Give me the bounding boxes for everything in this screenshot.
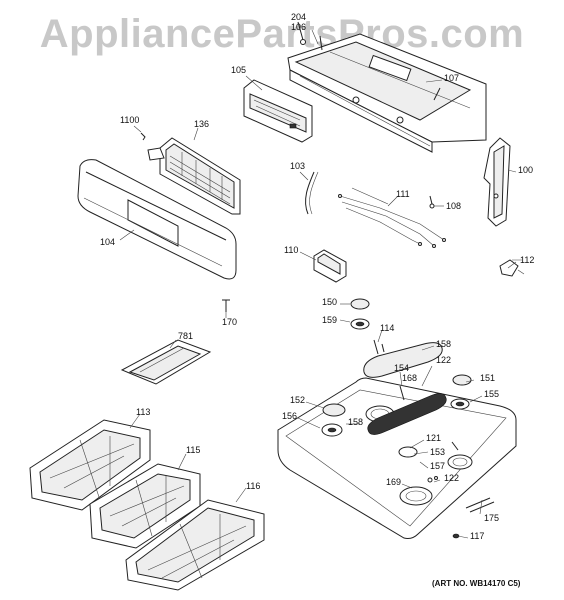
- grate-left: [29, 419, 151, 511]
- callout-110: 110: [284, 245, 299, 255]
- callout-1100: 1100: [120, 115, 140, 125]
- burner-right-rear: [450, 374, 472, 410]
- center-oval-cap: [363, 342, 447, 435]
- callout-112: 112: [520, 255, 535, 265]
- callout-116: 116: [246, 481, 261, 491]
- callout-168: 168: [402, 373, 418, 383]
- callout-151: 151: [480, 373, 496, 383]
- side-bracket: [483, 137, 511, 227]
- callout-204: 204: [291, 12, 307, 22]
- callout-156: 156: [282, 411, 298, 421]
- wiring-harness: [338, 187, 446, 248]
- callout-154: 154: [394, 363, 410, 373]
- callout-100: 100: [518, 165, 534, 175]
- burner-left-front: [321, 403, 346, 437]
- callout-117: 117: [470, 531, 485, 541]
- grate-right: [125, 499, 265, 591]
- callout-114: 114: [380, 323, 395, 333]
- art-number: (ART NO. WB14170 C5): [432, 579, 521, 588]
- callout-170: 170: [222, 317, 238, 327]
- callout-158-top: 158: [436, 339, 452, 349]
- callout-113: 113: [136, 407, 151, 417]
- control-panel: [77, 159, 237, 280]
- callout-103: 103: [290, 161, 306, 171]
- callout-158-bottom: 158: [348, 417, 364, 427]
- burner-front-center: [399, 486, 433, 506]
- knob-tray: [120, 339, 212, 385]
- callout-159: 159: [322, 315, 338, 325]
- callout-104: 104: [100, 237, 116, 247]
- callout-153: 153: [430, 447, 446, 457]
- callout-175: 175: [484, 513, 500, 523]
- burner-right-front: [447, 454, 473, 470]
- cooktop-surface: [277, 377, 517, 539]
- burner-left-rear: [350, 298, 370, 330]
- callout-150: 150: [322, 297, 338, 307]
- callout-107: 107: [444, 73, 460, 83]
- callout-136: 136: [194, 119, 210, 129]
- leader-lines: [119, 29, 517, 539]
- callout-781: 781: [178, 331, 194, 341]
- callout-152: 152: [290, 395, 306, 405]
- callout-122-bottom: 122: [444, 473, 460, 483]
- callout-108: 108: [446, 201, 462, 211]
- watermark: AppliancePartsPros.com: [39, 12, 525, 56]
- callout-115: 115: [186, 445, 201, 455]
- callout-157: 157: [430, 461, 446, 471]
- callout-169: 169: [386, 477, 402, 487]
- callout-105: 105: [231, 65, 247, 75]
- callout-155: 155: [484, 389, 500, 399]
- callout-121: 121: [426, 433, 442, 443]
- touch-keypad: [147, 137, 241, 215]
- spark-module: [313, 249, 347, 283]
- callout-122-top: 122: [436, 355, 452, 365]
- callout-106: 106: [291, 22, 307, 32]
- callout-111: 111: [396, 189, 410, 199]
- valve-part: [499, 259, 525, 277]
- backsplash-panel: [287, 33, 487, 153]
- control-board: [243, 79, 313, 143]
